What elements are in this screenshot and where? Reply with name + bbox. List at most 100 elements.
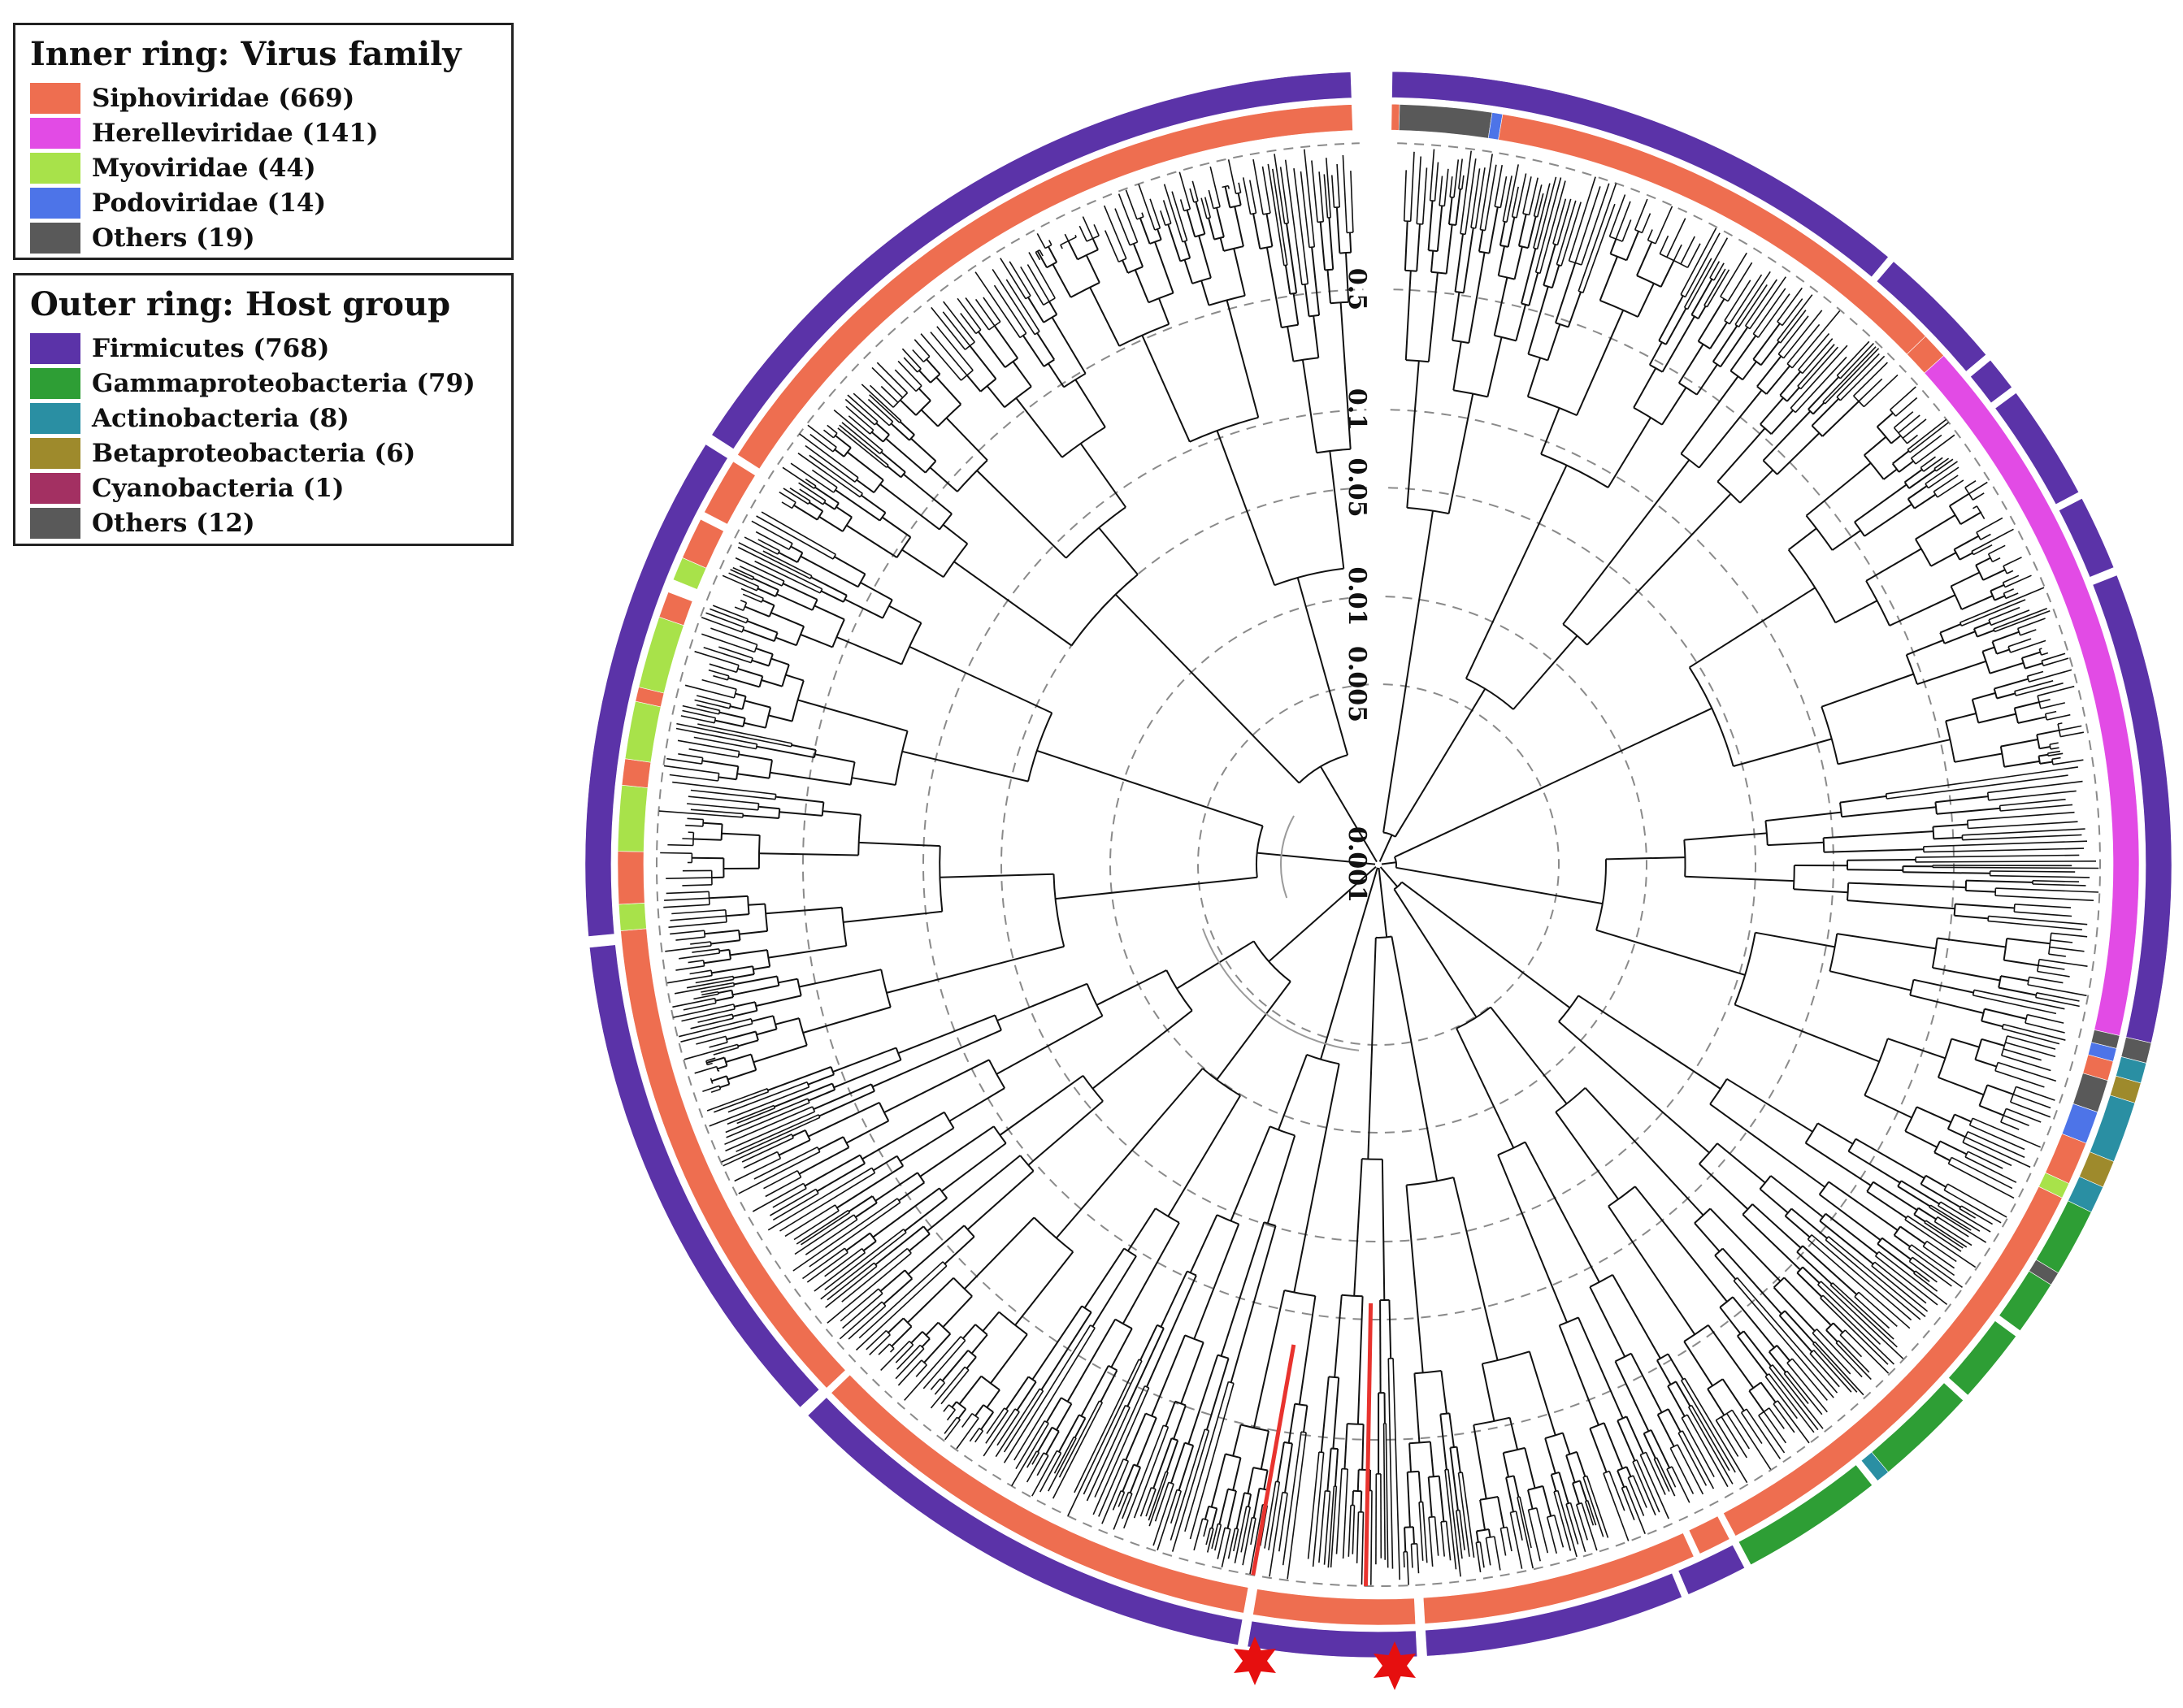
- tree-branch: [1947, 1183, 2007, 1218]
- tree-branch: [1547, 1514, 1555, 1518]
- tree-branch: [1992, 557, 2001, 563]
- tree-branch: [1886, 774, 2068, 800]
- tree-branch: [2047, 752, 2064, 756]
- tree-branch: [1719, 1307, 1742, 1335]
- tree-branch: [1104, 230, 1120, 262]
- tree-branch: [1685, 875, 1795, 882]
- tree-branch: [996, 1411, 1020, 1446]
- tree-branch: [1617, 1470, 1625, 1488]
- tree-branch: [1499, 176, 1508, 208]
- tree-branch: [672, 997, 715, 1008]
- tree-branch: [1802, 1266, 1821, 1284]
- tree-branch: [710, 1088, 721, 1094]
- tree-branch: [1721, 1416, 1747, 1459]
- tree-branch: [1569, 1502, 1586, 1553]
- tree-branch: [1078, 225, 1087, 242]
- tree-branch: [1444, 1469, 1457, 1570]
- tree-branch: [1167, 1095, 1241, 1217]
- tree-branch: [2049, 946, 2085, 952]
- tree-branch: [1959, 552, 1973, 561]
- tree-branch: [1240, 1506, 1251, 1553]
- tree-branch: [1252, 1488, 1261, 1519]
- tree-branch: [1987, 916, 1990, 921]
- tree-branch: [1080, 1365, 1109, 1417]
- tree-branch: [1724, 280, 1751, 322]
- tree-branch: [1298, 754, 1348, 784]
- tree-branch: [2051, 932, 2088, 938]
- tree-branch: [1405, 1185, 1424, 1373]
- tree-branch: [667, 843, 693, 847]
- tree-branch: [710, 627, 757, 646]
- tree-branch: [1886, 766, 2079, 795]
- tree-branch: [762, 599, 775, 606]
- tree-branch: [1004, 385, 1032, 408]
- tree-branch: [1734, 323, 1739, 327]
- tree-branch: [1035, 252, 1041, 261]
- tree-branch: [1808, 376, 1840, 410]
- tree-branch: [768, 714, 792, 722]
- tree-branch: [2021, 651, 2041, 659]
- tree-branch: [1208, 218, 1215, 240]
- tree-branch: [1118, 193, 1139, 243]
- tree-branch: [1476, 1528, 1490, 1532]
- tree-branch: [1108, 1364, 1118, 1372]
- tree-branch: [1382, 510, 1434, 833]
- tree-branch: [727, 1104, 775, 1125]
- tree-branch: [875, 1225, 924, 1266]
- tree-branch: [1866, 1190, 1907, 1219]
- tree-branch: [1286, 223, 1298, 293]
- tree-branch: [935, 376, 962, 405]
- tree-branch: [801, 1212, 850, 1246]
- tree-branch: [1836, 397, 1841, 401]
- tree-branch: [1484, 164, 1497, 231]
- tree-branch: [1847, 882, 1850, 901]
- tree-branch: [835, 505, 853, 518]
- tree-branch: [1972, 492, 1985, 501]
- tree-branch: [1625, 1415, 1644, 1454]
- tree-branch: [2010, 639, 2046, 653]
- tree-branch: [806, 1251, 848, 1283]
- tree-branch: [1990, 874, 2090, 878]
- tree-branch: [1933, 1220, 1973, 1246]
- tree-branch: [702, 819, 705, 826]
- tree-branch: [1447, 393, 1474, 514]
- tree-branch: [1473, 1424, 1487, 1499]
- tree-branch: [975, 329, 982, 335]
- tree-branch: [845, 405, 875, 431]
- tree-branch: [1277, 1441, 1285, 1482]
- inner-ring-segment: [1391, 103, 1400, 131]
- tree-branch: [1494, 334, 1517, 342]
- scale-circle: [1197, 683, 1560, 1047]
- tree-branch: [940, 873, 1054, 878]
- inner-ring-segment: [1252, 1589, 1417, 1626]
- tree-branch: [1262, 212, 1271, 215]
- tree-branch: [678, 753, 703, 759]
- tree-branch: [1930, 552, 1957, 567]
- tree-branch: [730, 705, 743, 710]
- tree-branch: [1943, 1189, 2002, 1224]
- tree-branch: [1044, 244, 1052, 249]
- tree-branch: [681, 1008, 736, 1022]
- tree-branch: [1908, 1247, 1963, 1288]
- tree-branch: [1988, 790, 2077, 801]
- tree-branch: [869, 394, 901, 423]
- tree-branch: [1967, 811, 2075, 821]
- tree-branch: [1213, 236, 1225, 241]
- tree-branch: [1048, 245, 1058, 263]
- tree-branch: [1151, 1334, 1186, 1416]
- tree-branch: [1284, 1290, 1316, 1297]
- tree-branch: [1063, 372, 1087, 388]
- tree-branch: [811, 599, 818, 611]
- tree-branch: [776, 976, 780, 986]
- tree-branch: [778, 978, 798, 984]
- tree-branch: [1832, 1282, 1894, 1340]
- tree-branch: [1677, 1430, 1683, 1434]
- tree-branch: [1528, 272, 1539, 306]
- tree-branch: [1655, 206, 1673, 245]
- tree-branch: [1841, 806, 1937, 818]
- tree-branch: [772, 1015, 778, 1030]
- inner-ring-segment: [1422, 1532, 1695, 1624]
- tree-branch: [1943, 1183, 1949, 1190]
- tree-branch: [2014, 691, 2017, 696]
- tree-branch: [1684, 832, 1767, 841]
